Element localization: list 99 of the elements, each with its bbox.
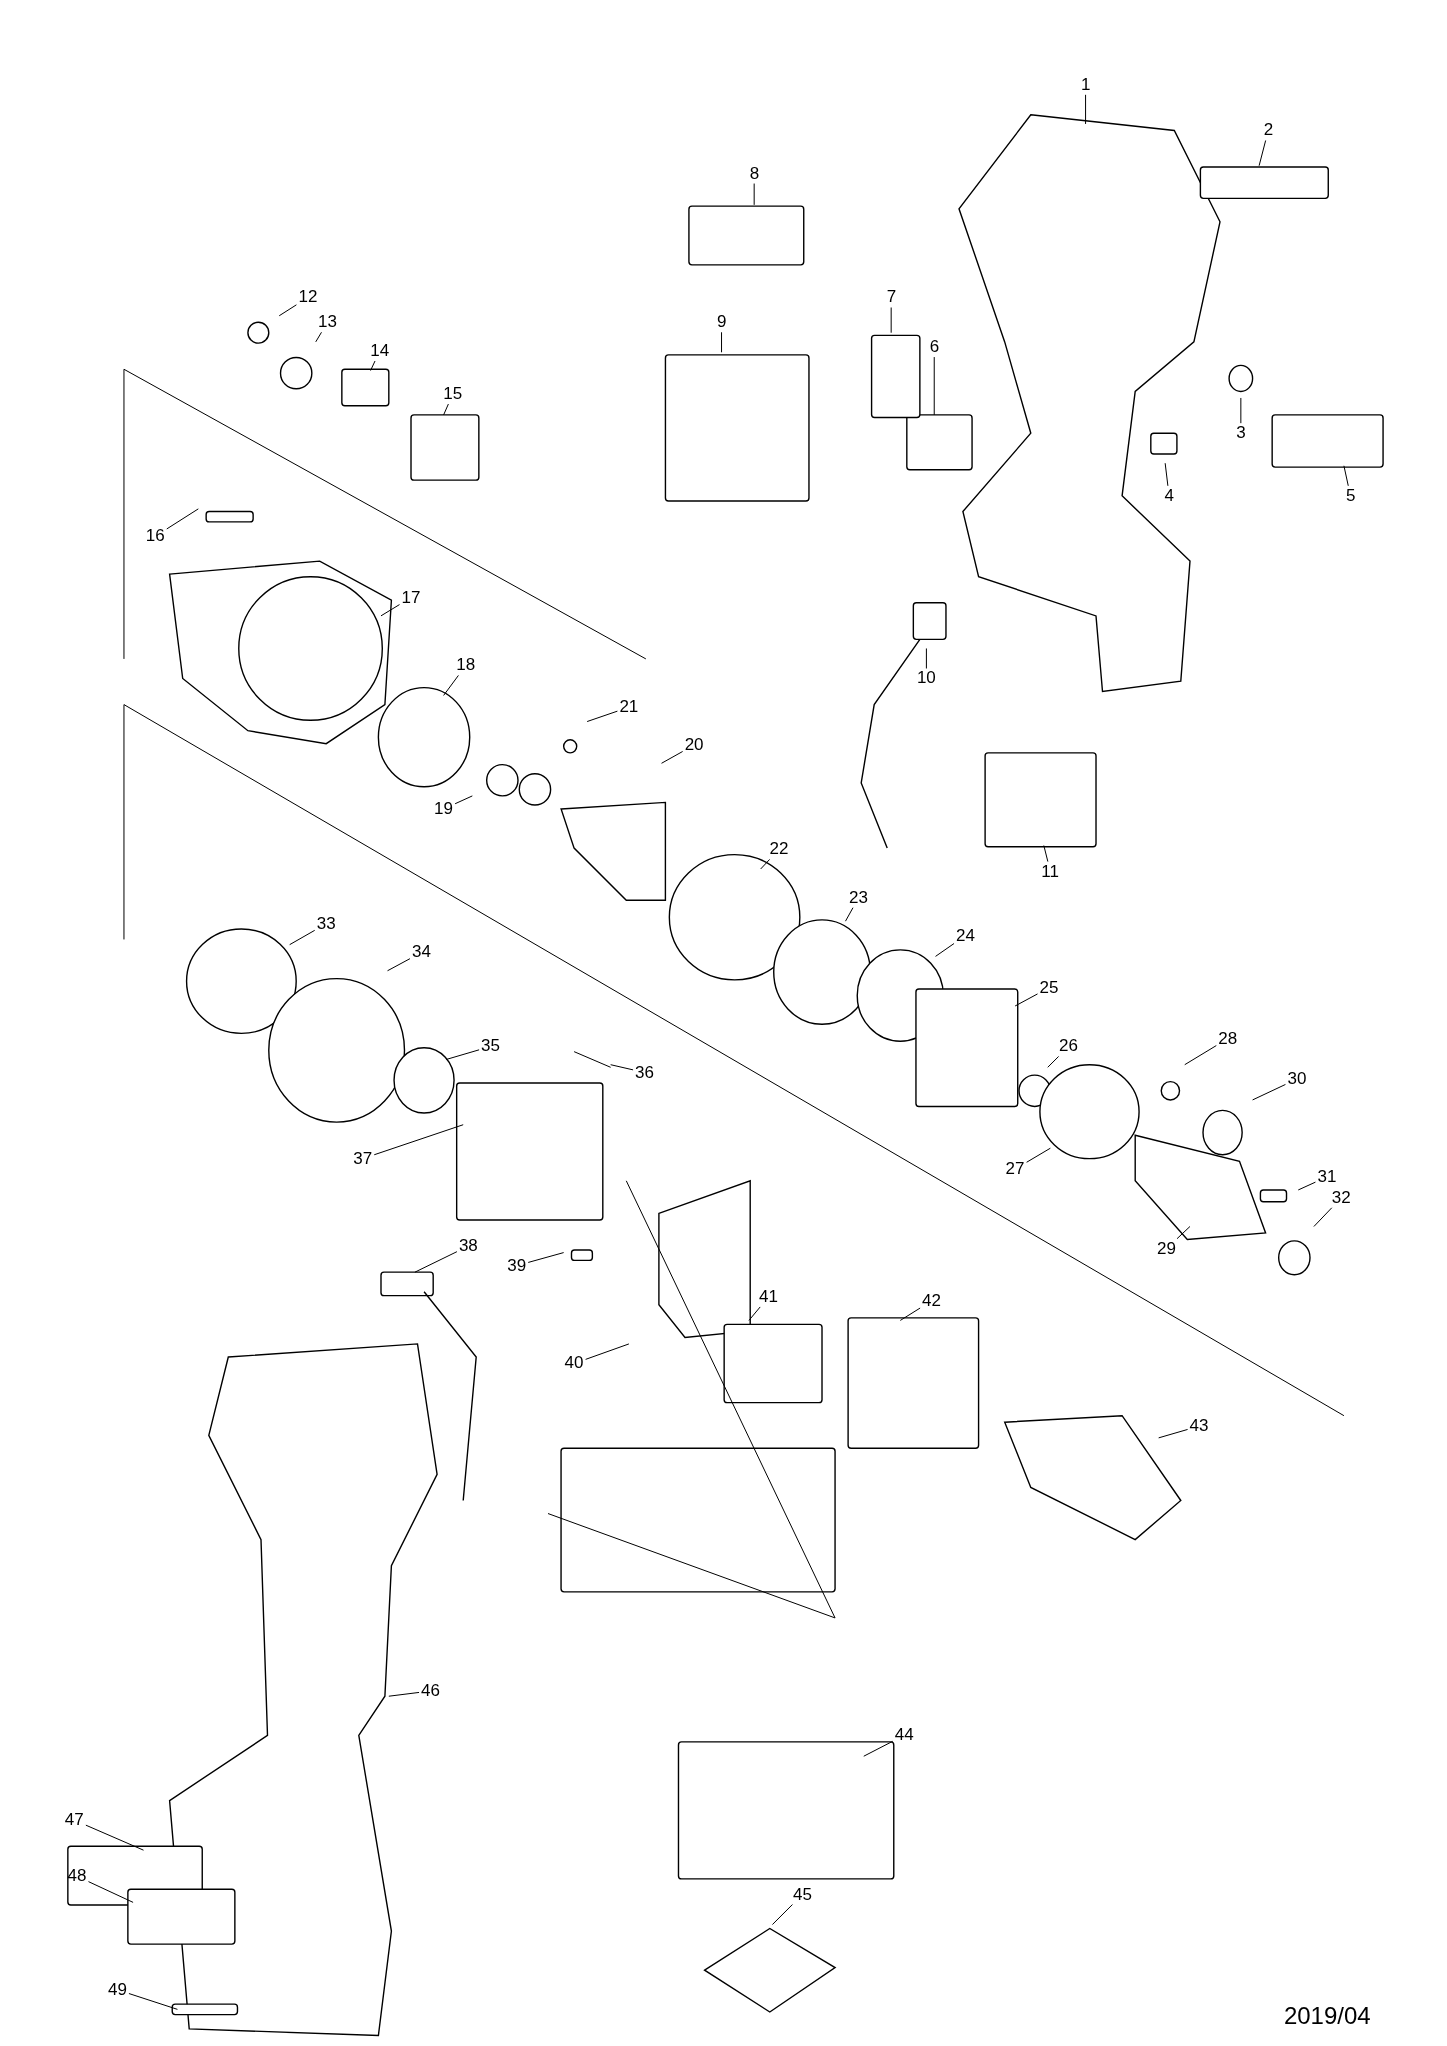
leader-line — [128, 1993, 178, 2010]
callout-number: 35 — [481, 1036, 500, 1057]
leader-line — [1176, 1226, 1191, 1240]
callout-number: 37 — [353, 1148, 373, 1169]
callout-number: 44 — [894, 1725, 914, 1746]
leader-line — [289, 929, 316, 946]
leader-line — [388, 1691, 420, 1697]
callout-number: 32 — [1331, 1187, 1351, 1208]
leader-line — [1047, 1055, 1060, 1068]
callout-number: 13 — [318, 312, 337, 333]
leader-line — [443, 403, 449, 416]
leader-line — [315, 331, 322, 343]
callout-number: 7 — [886, 287, 897, 308]
leader-line — [370, 360, 376, 372]
callout-number: 46 — [421, 1681, 440, 1701]
callout-number: 25 — [1039, 977, 1059, 998]
callout-number: 12 — [298, 287, 318, 308]
leader-line — [1240, 397, 1242, 424]
callout-number: 30 — [1287, 1069, 1307, 1090]
leader-line — [387, 958, 411, 972]
callout-number: 22 — [769, 839, 789, 860]
callout-number: 36 — [635, 1062, 654, 1083]
callout-number: 1 — [1081, 74, 1091, 95]
callout-number: 20 — [684, 735, 704, 755]
callout-number: 15 — [443, 384, 463, 405]
callout-number: 45 — [792, 1884, 812, 1905]
leader-line — [890, 307, 892, 334]
leader-line — [748, 1306, 761, 1321]
leader-line — [414, 1251, 458, 1273]
leader-line — [166, 508, 199, 530]
callout-number: 48 — [67, 1866, 87, 1887]
callout-number: 49 — [107, 1979, 127, 2000]
leader-line — [771, 1904, 793, 1926]
callout-number: 31 — [1317, 1166, 1337, 1187]
leader-line — [1043, 845, 1049, 863]
leader-line — [1026, 1147, 1051, 1163]
leader-line — [88, 1881, 134, 1903]
callout-number: 3 — [1236, 423, 1246, 444]
leader-line — [373, 1124, 464, 1156]
callout-number: 17 — [401, 587, 421, 608]
callout-number: 16 — [145, 526, 165, 547]
callout-number: 26 — [1059, 1036, 1079, 1057]
leader-line — [661, 750, 684, 764]
callout-number: 4 — [1164, 485, 1175, 506]
callout-number: 14 — [370, 341, 390, 361]
leader-line — [85, 1824, 145, 1851]
leader-line — [610, 1064, 634, 1071]
callout-number: 8 — [749, 163, 760, 184]
date-note: 2019/04 — [1283, 2001, 1371, 2030]
leader-line — [1343, 465, 1349, 487]
callout-number: 29 — [1156, 1238, 1176, 1259]
leader-line — [1184, 1045, 1217, 1066]
leader-line — [1164, 462, 1169, 487]
leader-line — [1014, 993, 1039, 1007]
leader-line — [585, 1343, 630, 1360]
callout-number: 40 — [564, 1353, 584, 1374]
leader-line — [586, 710, 618, 723]
leader-line — [454, 795, 473, 805]
leader-line — [845, 907, 854, 922]
callout-number: 18 — [456, 655, 476, 676]
callout-number: 19 — [434, 798, 454, 819]
leader-line — [1085, 94, 1087, 125]
callout-number: 6 — [929, 337, 940, 358]
callout-number: 33 — [316, 913, 336, 934]
callout-number: 2 — [1263, 120, 1274, 141]
callout-number: 21 — [619, 697, 639, 718]
leader-line — [721, 331, 723, 353]
callout-number: 9 — [717, 312, 727, 333]
callout-number: 10 — [916, 668, 936, 689]
leader-line — [933, 356, 935, 416]
callout-number: 23 — [849, 887, 868, 908]
callout-number: 28 — [1218, 1028, 1238, 1049]
leader-line — [1258, 140, 1267, 167]
callout-number: 24 — [956, 925, 975, 946]
leader-line — [1252, 1083, 1286, 1101]
leader-line — [380, 604, 400, 617]
leader-line — [278, 304, 297, 317]
leader-line — [443, 674, 459, 696]
leader-line — [527, 1252, 565, 1263]
callout-number: 34 — [411, 942, 431, 963]
leader-line — [1158, 1428, 1189, 1439]
callout-number: 5 — [1345, 485, 1356, 506]
leader-line — [935, 943, 955, 957]
leader-line — [925, 648, 927, 669]
callout-number: 43 — [1189, 1416, 1209, 1437]
callout-number: 47 — [64, 1810, 84, 1831]
leader-line — [760, 858, 771, 870]
callout-number: 27 — [1005, 1159, 1025, 1180]
leader-line — [445, 1049, 480, 1060]
leader-line — [863, 1740, 894, 1757]
leader-line — [753, 183, 755, 206]
leader-line — [899, 1307, 921, 1321]
callout-number: 39 — [507, 1255, 527, 1276]
leader-line — [1297, 1181, 1316, 1191]
callout-number: 42 — [922, 1290, 942, 1311]
callout-number: 11 — [1041, 861, 1059, 882]
callout-number: 38 — [458, 1236, 478, 1257]
callout-number: 41 — [759, 1286, 778, 1307]
leader-line — [1313, 1207, 1333, 1227]
